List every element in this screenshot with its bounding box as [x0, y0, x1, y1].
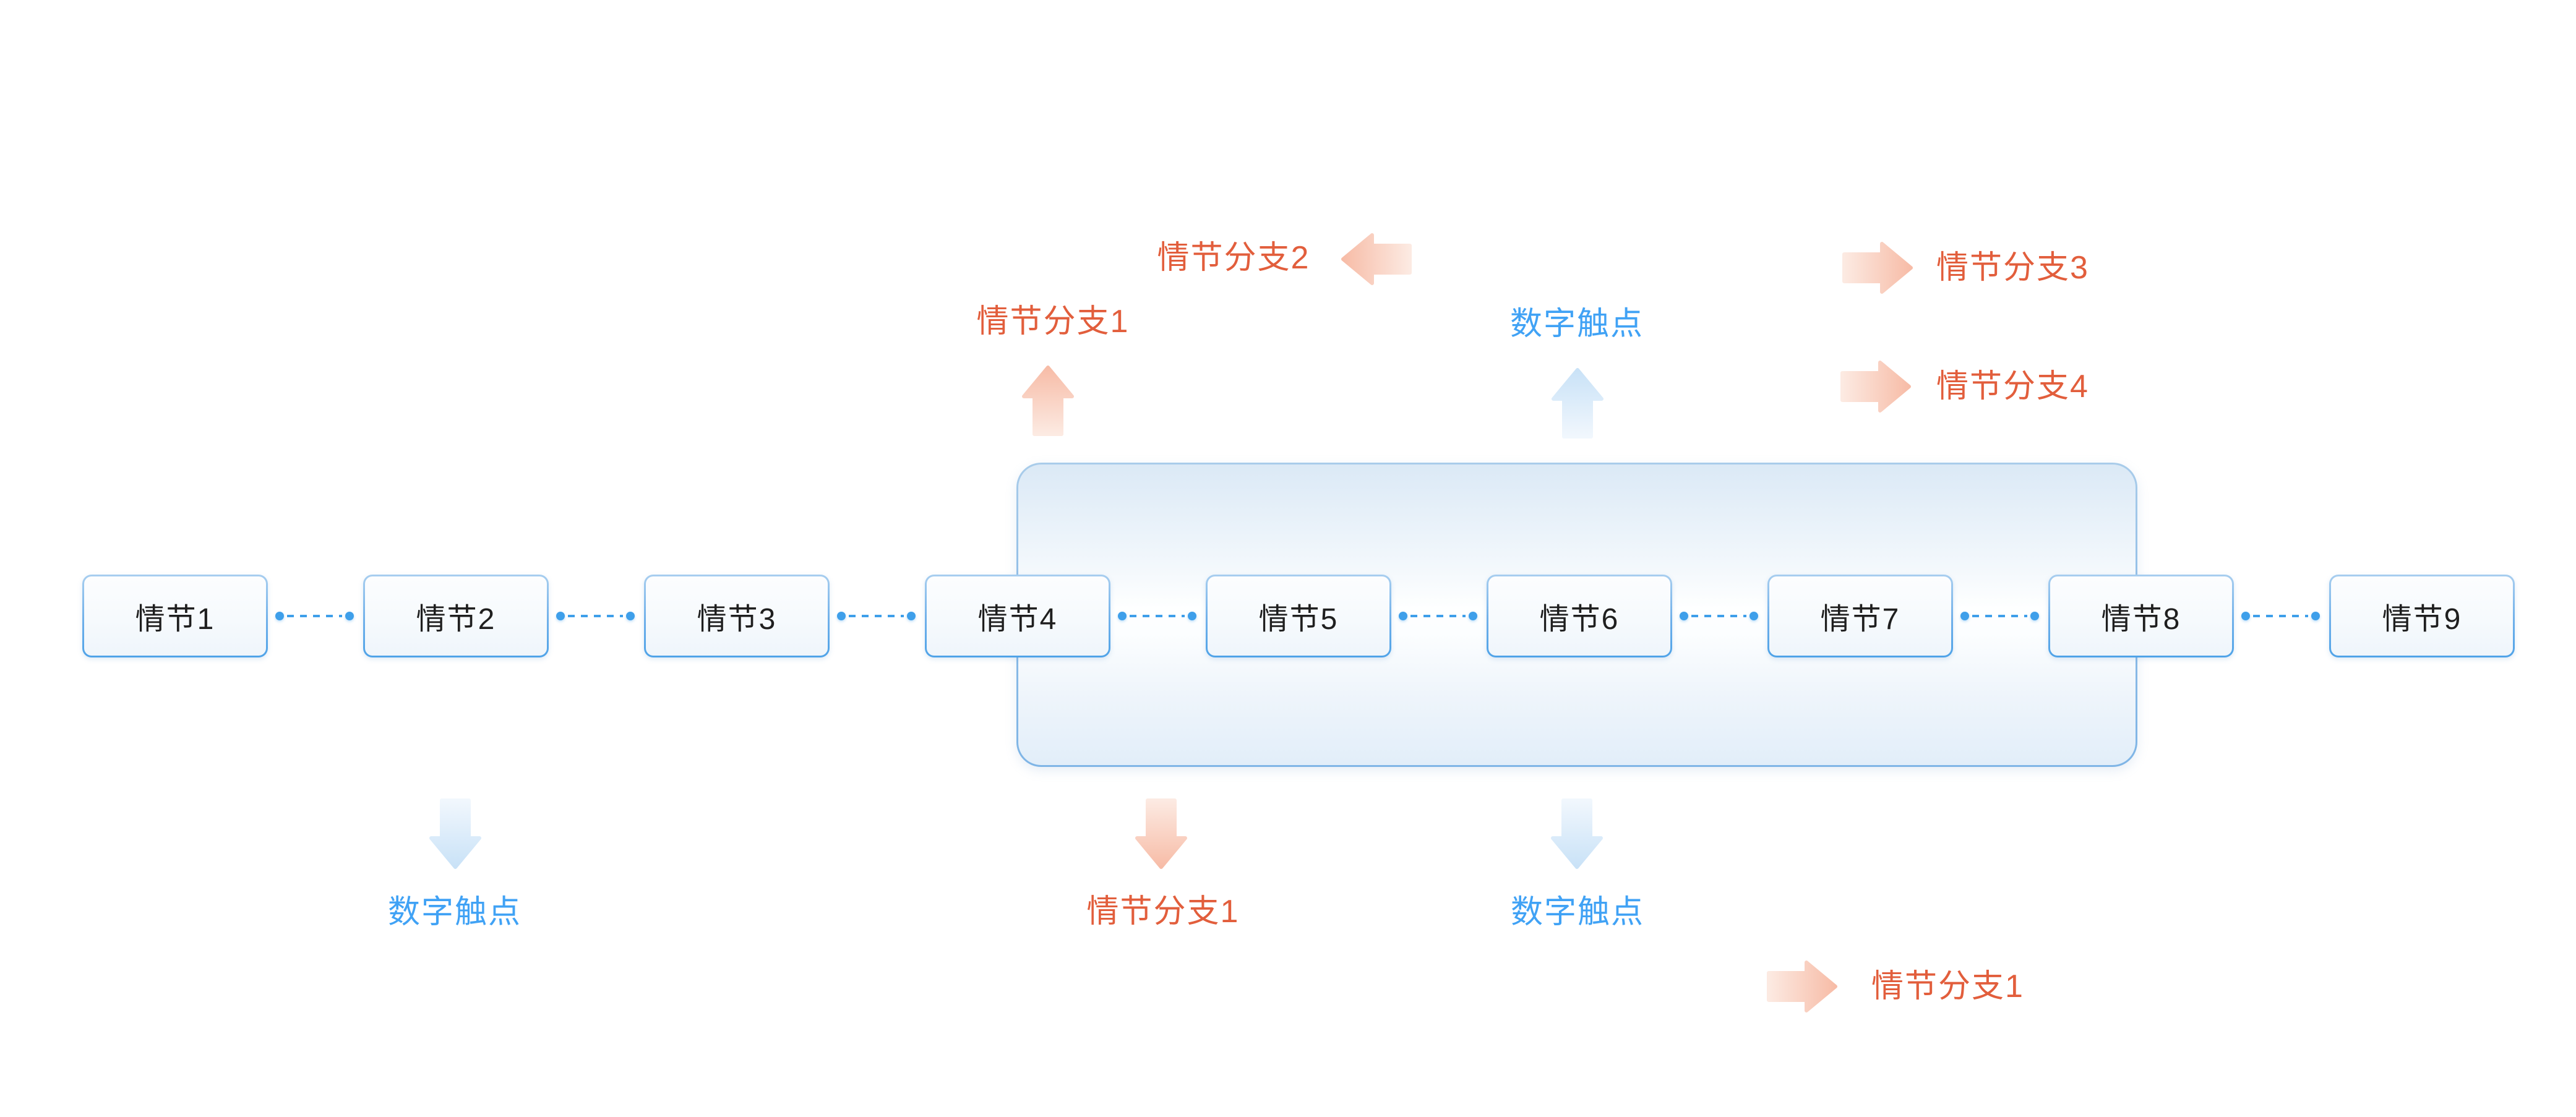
node-plot-4-label: 情节4 [977, 603, 1058, 636]
node-plot-8-label: 情节8 [2101, 603, 2181, 636]
connector-7-8 [1960, 612, 2039, 620]
connector-dash [568, 615, 623, 617]
label-top-touchpoint: 数字触点 [1509, 306, 1644, 342]
arrow-down-icon [429, 798, 481, 869]
connector-5-6 [1399, 612, 1477, 620]
connector-6-7 [1680, 612, 1758, 620]
arrow-down-icon [1135, 798, 1187, 869]
connector-3-4 [837, 612, 916, 620]
connector-dash [849, 615, 904, 617]
node-plot-9-body: 情节9 [2331, 576, 2513, 656]
arrow-down-icon [1551, 798, 1603, 869]
connector-dash [1972, 615, 2027, 617]
connector-1-2 [275, 612, 354, 620]
label-top-branch1: 情节分支1 [976, 304, 1130, 340]
label-top-branch3: 情节分支3 [1936, 250, 2089, 286]
label-bottom-touchpoint-mid: 数字触点 [1510, 894, 1645, 930]
label-bottom-branch-right: 情节分支1 [1871, 969, 2024, 1004]
node-plot-5[interactable]: 情节5 [1206, 575, 1391, 657]
arrow-right-icon [1842, 242, 1913, 294]
node-plot-6-label: 情节6 [1539, 603, 1620, 636]
connector-4-5 [1118, 612, 1196, 620]
node-plot-6-body: 情节6 [1488, 576, 1670, 656]
connector-dash [1130, 615, 1185, 617]
node-plot-3-body: 情节3 [646, 576, 828, 656]
node-plot-7-label: 情节7 [1820, 603, 1900, 636]
connector-dash [1691, 615, 1746, 617]
connector-dash [287, 615, 342, 617]
node-plot-3-label: 情节3 [697, 603, 777, 636]
connector-dash [1410, 615, 1466, 617]
node-plot-4-body: 情节4 [927, 576, 1109, 656]
node-plot-8-body: 情节8 [2050, 576, 2232, 656]
label-top-branch2: 情节分支2 [1157, 240, 1310, 276]
node-plot-1-label: 情节1 [135, 603, 215, 636]
label-bottom-touchpoint-left: 数字触点 [387, 894, 522, 930]
node-plot-4[interactable]: 情节4 [925, 575, 1110, 657]
connector-2-3 [556, 612, 635, 620]
node-plot-5-label: 情节5 [1258, 603, 1339, 636]
node-plot-2-body: 情节2 [365, 576, 547, 656]
connector-dash [2253, 615, 2308, 617]
node-plot-1-body: 情节1 [84, 576, 266, 656]
label-bottom-branch-mid: 情节分支1 [1086, 894, 1240, 930]
arrow-up-icon [1022, 366, 1074, 436]
node-plot-5-body: 情节5 [1208, 576, 1389, 656]
arrow-right-icon [1840, 361, 1911, 413]
node-plot-9-label: 情节9 [2382, 603, 2462, 636]
arrow-up-icon [1552, 368, 1604, 439]
node-plot-8[interactable]: 情节8 [2048, 575, 2234, 657]
node-plot-2-label: 情节2 [416, 603, 496, 636]
connector-8-9 [2241, 612, 2320, 620]
node-plot-2[interactable]: 情节2 [363, 575, 549, 657]
arrow-right-icon [1767, 961, 1837, 1012]
label-top-branch4: 情节分支4 [1936, 369, 2089, 404]
node-plot-9[interactable]: 情节9 [2329, 575, 2515, 657]
node-plot-7[interactable]: 情节7 [1767, 575, 1953, 657]
arrow-left-icon [1341, 233, 1412, 285]
node-plot-6[interactable]: 情节6 [1487, 575, 1672, 657]
node-plot-1[interactable]: 情节1 [82, 575, 268, 657]
node-plot-7-body: 情节7 [1769, 576, 1951, 656]
node-plot-3[interactable]: 情节3 [644, 575, 830, 657]
